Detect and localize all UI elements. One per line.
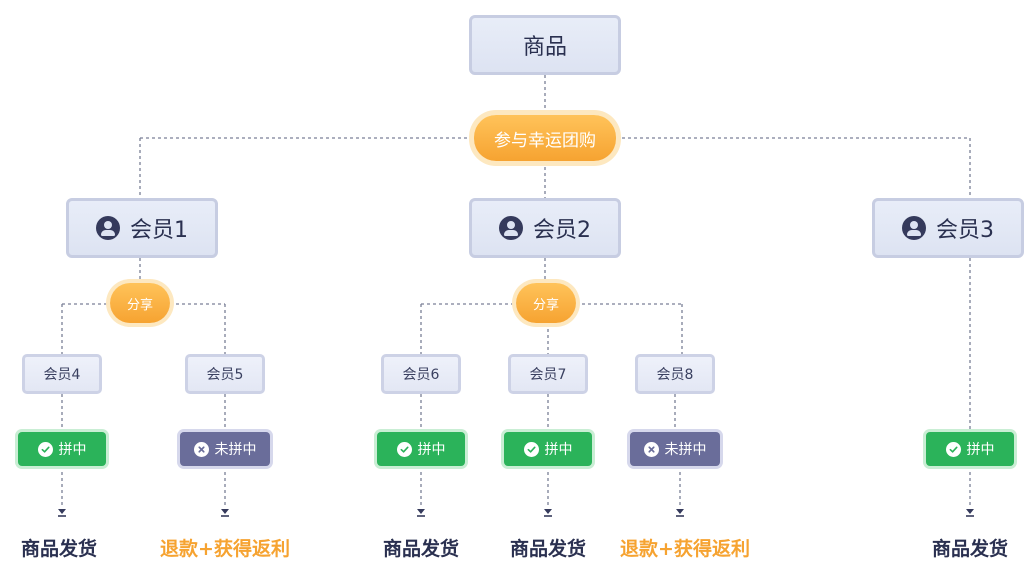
x-circle-icon [643, 441, 659, 457]
product-node-label: 商品 [522, 35, 567, 60]
member-6-status-label: 拼中 [417, 442, 446, 458]
check-circle-icon [945, 441, 961, 457]
member-3-status-label: 拼中 [966, 442, 995, 458]
member-3-label: 会员3 [936, 218, 994, 243]
member-1-label: 会员1 [130, 218, 188, 243]
user-circle-icon [96, 216, 120, 240]
user-circle-icon [902, 216, 926, 240]
member-6-node: 会员6 [381, 354, 461, 394]
arrow-down-icon-member-6 [417, 509, 425, 514]
member-3-status-badge: 拼中 [926, 432, 1014, 466]
member-1-node: 会员1 [66, 198, 218, 258]
check-circle-icon [396, 441, 412, 457]
arrow-down-icon-member-7 [544, 509, 552, 514]
member-8-node: 会员8 [635, 354, 715, 394]
member-7-label: 会员7 [529, 367, 567, 383]
member-7-outcome: 商品发货 [509, 538, 587, 560]
share-pill-1: 分享 [110, 283, 170, 323]
member-6-status-badge: 拼中 [377, 432, 465, 466]
user-circle-icon [499, 216, 523, 240]
member-3-outcome: 商品发货 [931, 538, 1009, 560]
member-7-status-label: 拼中 [544, 442, 573, 458]
member-5-status-badge: 未拼中 [180, 432, 270, 466]
member-4-label: 会员4 [43, 367, 81, 383]
share-label-2: 分享 [532, 297, 559, 313]
member-5-node: 会员5 [185, 354, 265, 394]
share-label-1: 分享 [126, 297, 153, 313]
member-7-status-badge: 拼中 [504, 432, 592, 466]
member-8-status-badge: 未拼中 [630, 432, 720, 466]
member-6-label: 会员6 [402, 367, 440, 383]
group-buy-label: 参与幸运团购 [494, 130, 596, 151]
member-6-outcome: 商品发货 [382, 538, 460, 560]
member-3-node: 会员3 [872, 198, 1024, 258]
share-pill-2: 分享 [516, 283, 576, 323]
member-4-status-badge: 拼中 [18, 432, 106, 466]
member-4-outcome: 商品发货 [20, 538, 98, 560]
member-8-status-label: 未拼中 [664, 442, 707, 458]
member-4-status-label: 拼中 [58, 442, 87, 458]
member-5-label: 会员5 [206, 367, 244, 383]
member-5-outcome: 退款+获得返利 [160, 538, 290, 560]
check-circle-icon [523, 441, 539, 457]
check-circle-icon [37, 441, 53, 457]
member-2-label: 会员2 [533, 218, 591, 243]
arrow-down-icon-member-4 [58, 509, 66, 514]
member-2-node: 会员2 [469, 198, 621, 258]
arrow-down-icon-member-5 [221, 509, 229, 514]
arrow-down-icon-member-8 [676, 509, 684, 514]
product-node: 商品 [469, 15, 621, 75]
member-8-label: 会员8 [656, 367, 694, 383]
member-7-node: 会员7 [508, 354, 588, 394]
arrow-down-icon-member-3 [966, 509, 974, 514]
member-5-status-label: 未拼中 [214, 442, 257, 458]
x-circle-icon [193, 441, 209, 457]
member-4-node: 会员4 [22, 354, 102, 394]
group-buy-pill: 参与幸运团购 [474, 115, 616, 161]
member-8-outcome: 退款+获得返利 [620, 538, 750, 560]
